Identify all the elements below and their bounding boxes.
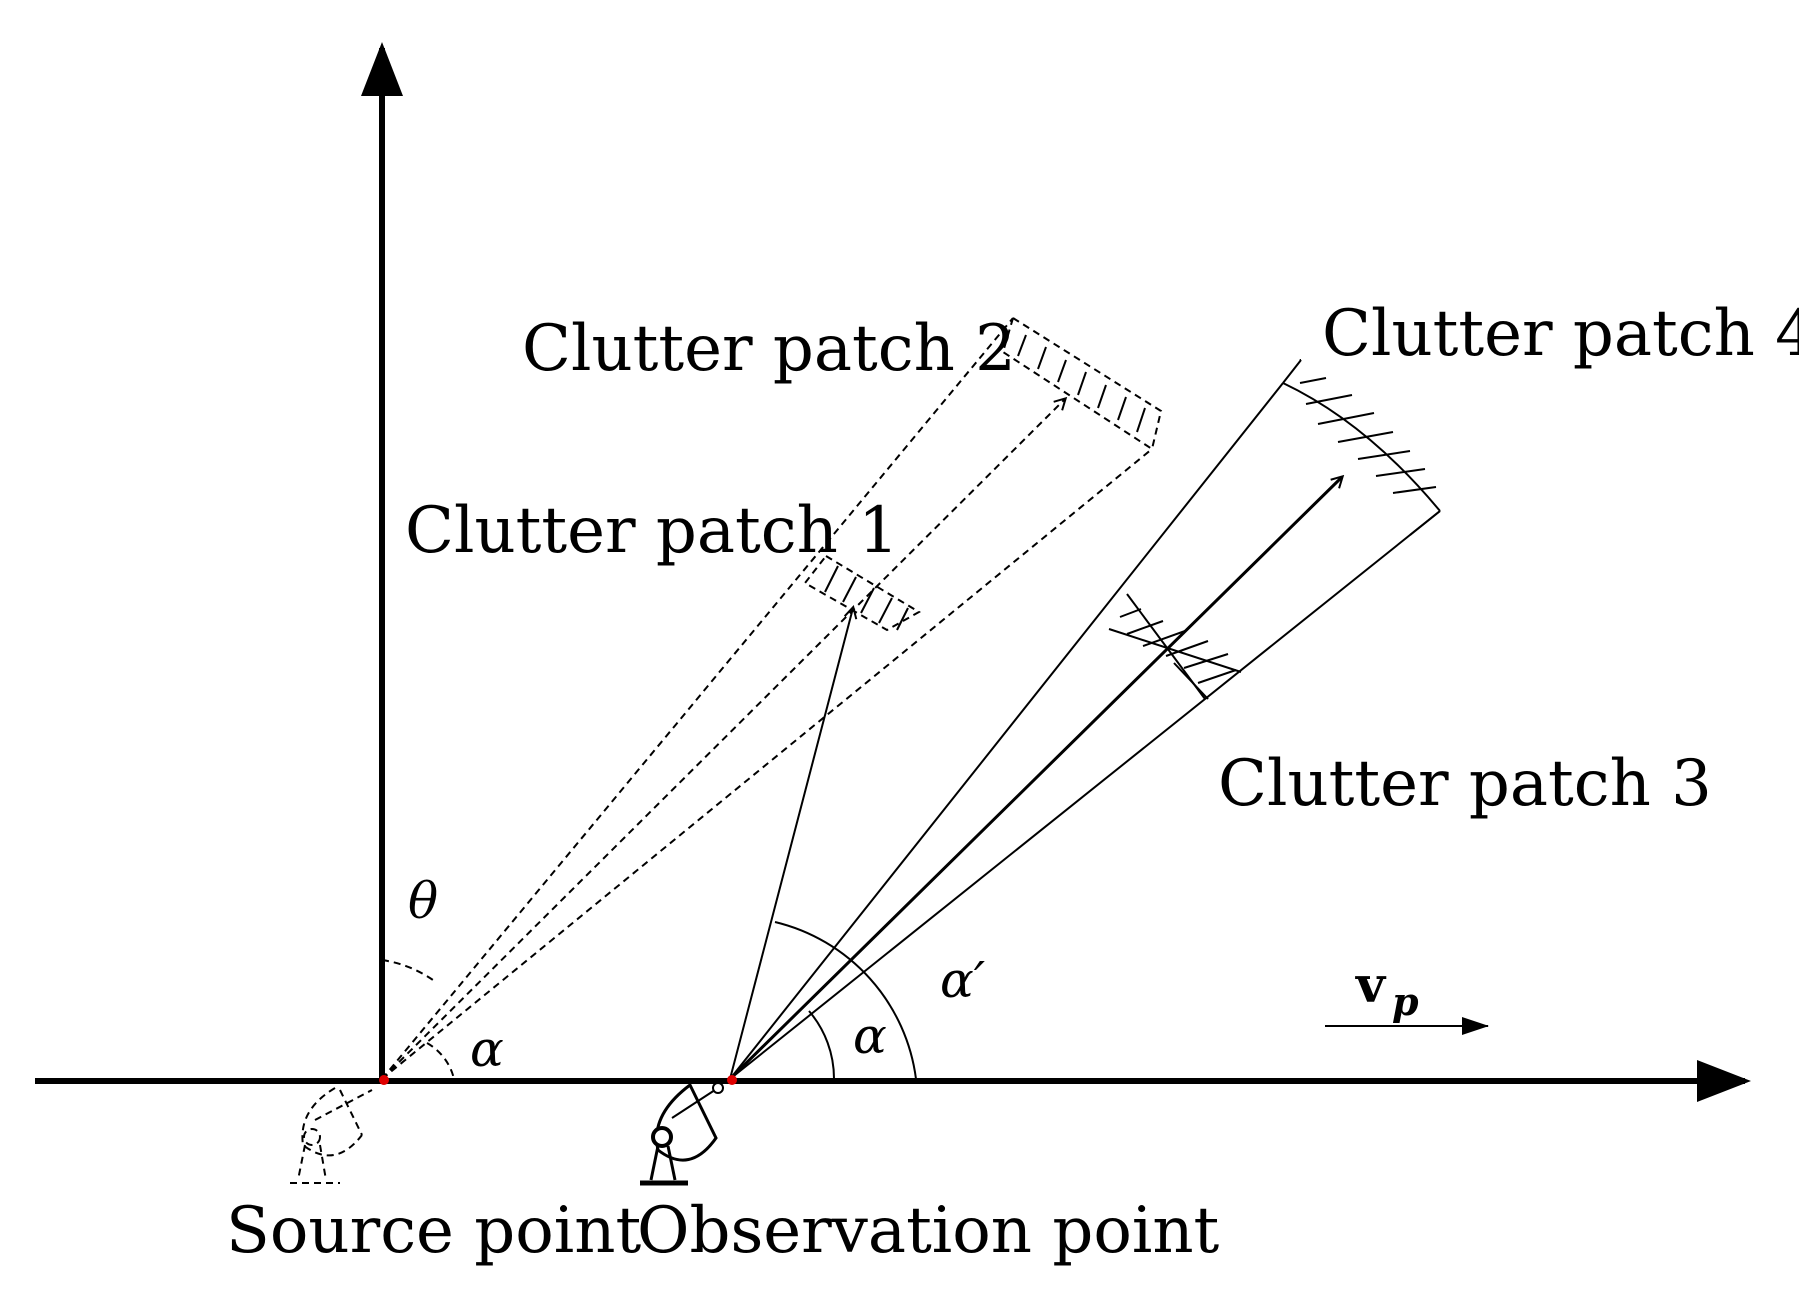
clutter-patch-2-area [1001,316,1163,451]
observation-point-label: Observation point [637,1194,1220,1268]
alpha-prime-label: α′ [940,951,986,1009]
observation-beam [728,382,1441,1081]
source-point-marker [379,1075,389,1085]
source-antenna-icon [290,1087,373,1184]
clutter-patch-3-area [1108,593,1242,700]
clutter-patch-1-label: Clutter patch 1 [405,494,899,568]
clutter-patch-1-area [803,554,921,632]
clutter-patch-4-area [1282,359,1441,536]
observation-point-marker [727,1075,737,1085]
alpha-observation-label: α [853,1007,887,1065]
clutter-patch-3-label: Clutter patch 3 [1218,747,1712,821]
alpha-source-label: α [470,1020,504,1078]
velocity-label: v [1355,955,1387,1014]
velocity-subscript: p [1392,979,1419,1024]
clutter-patch-2-label: Clutter patch 2 [522,312,1016,386]
theta-label: θ [408,872,438,930]
clutter-patch-4-label: Clutter patch 4 [1322,297,1799,371]
source-beam [381,317,1153,1080]
observation-antenna-icon [640,1082,724,1186]
source-point-label: Source point [226,1194,641,1268]
